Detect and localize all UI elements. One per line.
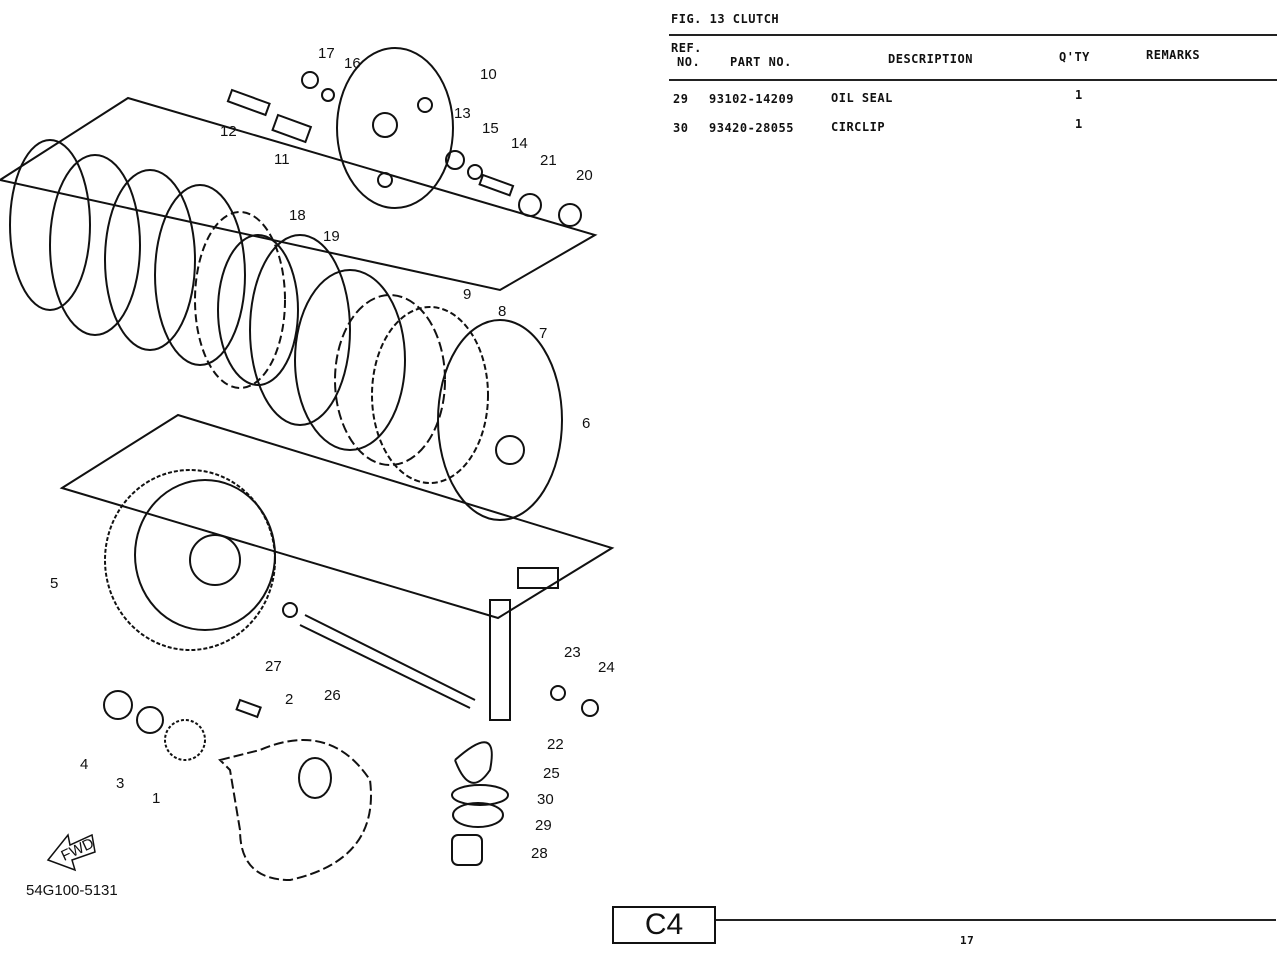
fwd-arrow-icon: FWD xyxy=(46,833,97,872)
callout: 8 xyxy=(498,303,506,320)
row-qty: 1 xyxy=(1075,88,1083,102)
callout: 27 xyxy=(265,658,282,675)
callout: 22 xyxy=(547,736,564,753)
callout: 3 xyxy=(116,775,124,792)
callout: 24 xyxy=(598,659,615,676)
callout: 28 xyxy=(531,845,548,862)
row-part-no: 93102-14209 xyxy=(709,92,794,106)
callout: 2 xyxy=(285,691,293,708)
callout: 9 xyxy=(463,286,471,303)
col-description: DESCRIPTION xyxy=(888,52,973,66)
footer-rule xyxy=(716,919,1276,921)
row-ref: 29 xyxy=(673,92,689,106)
row-ref: 30 xyxy=(673,121,689,135)
callout: 15 xyxy=(482,120,499,137)
primary-driven-gear xyxy=(103,469,599,882)
col-qty: Q'TY xyxy=(1059,50,1090,64)
row-description: CIRCLIP xyxy=(831,120,886,134)
col-remarks: REMARKS xyxy=(1146,48,1201,62)
drawing-code: 54G100-5131 xyxy=(26,882,118,899)
header-rule-bottom xyxy=(669,79,1277,81)
figure-title: FIG. 13 CLUTCH xyxy=(671,12,780,26)
row-part-no: 93420-28055 xyxy=(709,121,794,135)
callout: 21 xyxy=(540,152,557,169)
row-qty: 1 xyxy=(1075,117,1083,131)
callout: 6 xyxy=(582,415,590,432)
callout: 19 xyxy=(323,228,340,245)
callout: 23 xyxy=(564,644,581,661)
callout: 25 xyxy=(543,765,560,782)
callout: 20 xyxy=(576,167,593,184)
callout: 1 xyxy=(152,790,160,807)
upper-frame xyxy=(0,96,598,292)
section-code-box: C4 xyxy=(612,906,716,944)
callout: 4 xyxy=(80,756,88,773)
callout: 26 xyxy=(324,687,341,704)
header-rule-top xyxy=(669,34,1277,36)
callout: 30 xyxy=(537,791,554,808)
callout: 17 xyxy=(318,45,335,62)
callout: 12 xyxy=(220,123,237,140)
callout: 14 xyxy=(511,135,528,152)
callout-labels: 17 16 10 12 11 13 15 14 21 20 18 19 9 8 … xyxy=(26,45,615,899)
callout: 29 xyxy=(535,817,552,834)
col-ref-no-2: NO. xyxy=(677,55,701,69)
lower-frame xyxy=(59,413,615,620)
clutch-exploded-diagram: FWD 17 16 10 12 11 13 15 14 21 20 18 19 … xyxy=(0,45,615,899)
callout: 10 xyxy=(480,66,497,83)
clutch-plates xyxy=(9,139,563,521)
row-description: OIL SEAL xyxy=(831,91,893,105)
callout: 7 xyxy=(539,325,547,342)
callout: 18 xyxy=(289,207,306,224)
callout: 11 xyxy=(274,151,290,168)
callout: 16 xyxy=(344,55,361,72)
callout: 13 xyxy=(454,105,471,122)
callout: 5 xyxy=(50,575,58,592)
page-number: 17 xyxy=(960,934,975,947)
pressure-plate xyxy=(226,47,582,227)
col-ref-no-1: REF. xyxy=(671,41,702,55)
col-part-no: PART NO. xyxy=(730,55,792,69)
